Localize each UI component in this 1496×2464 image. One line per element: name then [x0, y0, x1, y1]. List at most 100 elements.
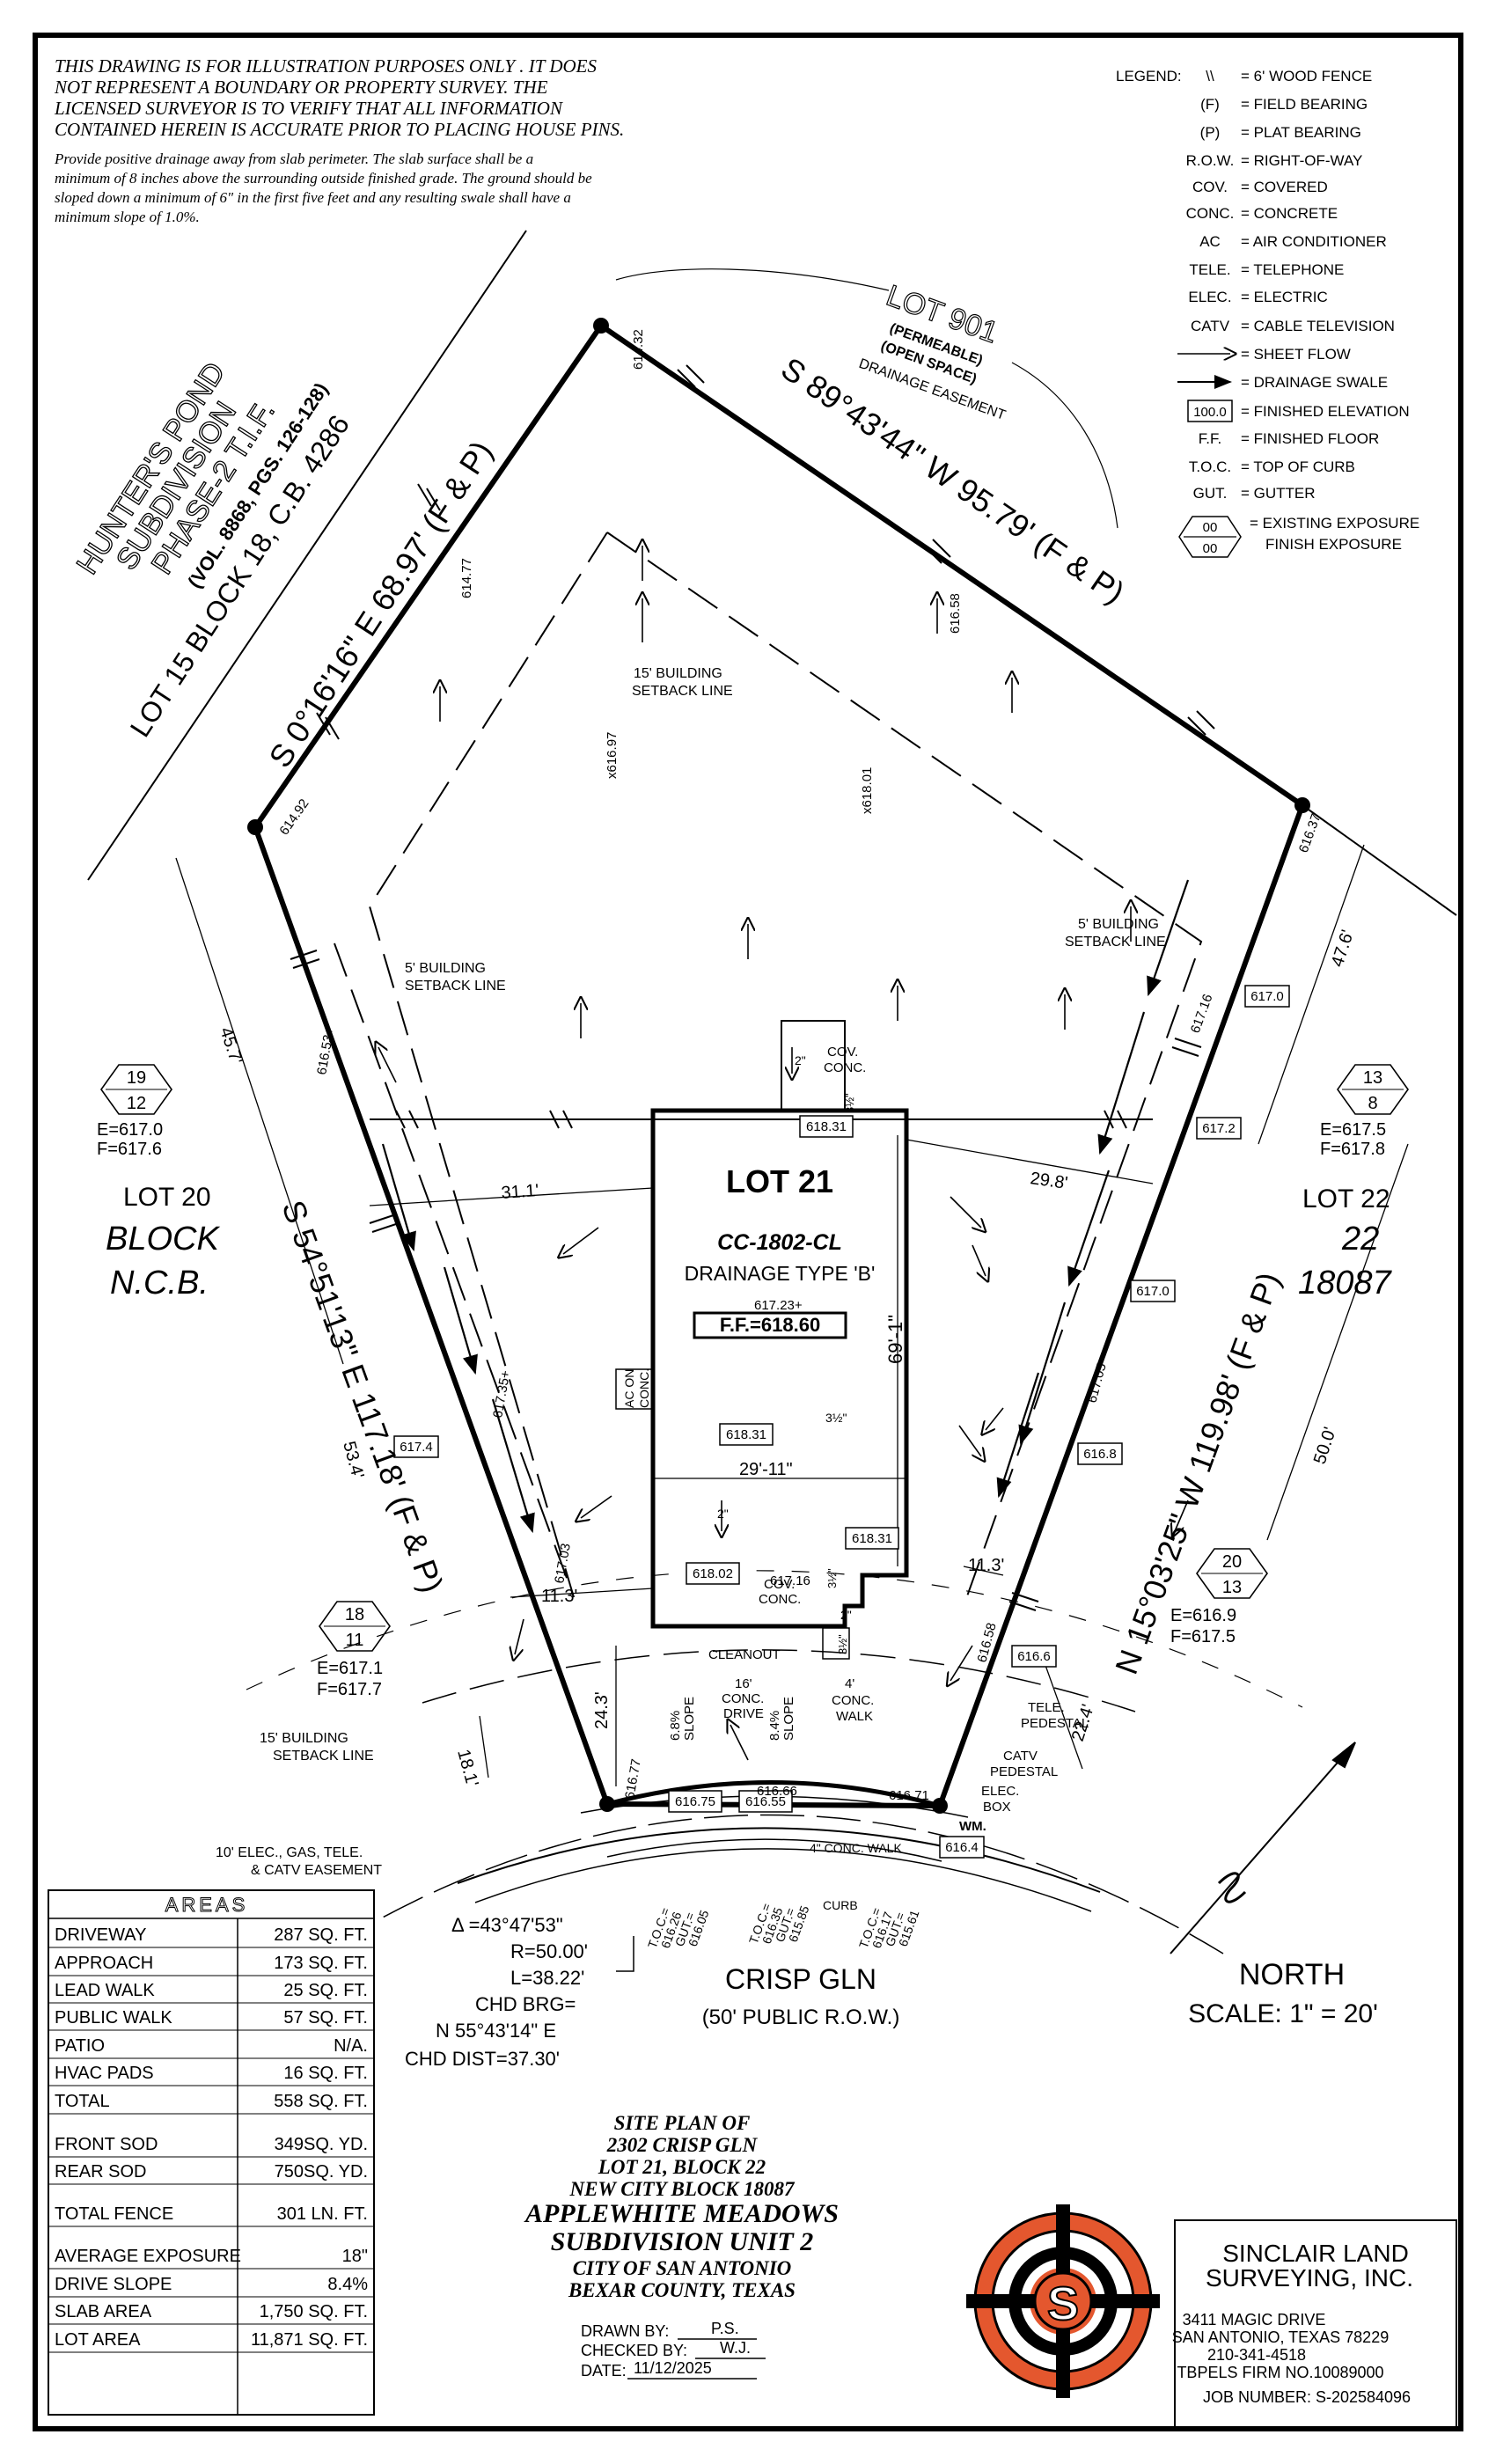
dim-11-3b: 11.3': [968, 1556, 1004, 1575]
legend-plat: = PLAT BEARING: [1241, 124, 1361, 141]
elev-616-71: 616.71: [889, 1788, 929, 1803]
area-row-value: 750SQ. YD.: [275, 2162, 368, 2182]
drawn-by-label: DRAWN BY:: [581, 2322, 669, 2340]
exp-sw-top: 18: [345, 1605, 364, 1624]
exp-se-f: F=617.5: [1170, 1627, 1236, 1646]
elev-618-01: x618.01: [860, 767, 875, 814]
legend-sym-ac: AC: [1199, 233, 1221, 250]
easement-label1: 10' ELEC., GAS, TELE.: [216, 1845, 363, 1860]
finished-floor-label: F.F.=618.60: [720, 1314, 820, 1336]
legend-sym-f: (F): [1200, 96, 1220, 113]
exp-lot20-f: F=617.6: [97, 1140, 162, 1159]
dim-50: 50.0': [1310, 1425, 1340, 1466]
area-row-value: N/A.: [334, 2036, 368, 2056]
elev-617-05: 617.05: [1084, 1361, 1109, 1404]
lot21-label: LOT 21: [726, 1163, 833, 1199]
sheet-border: [33, 33, 1463, 2431]
curve-chd-dist: CHD DIST=37.30': [405, 2048, 560, 2070]
title-line8: BEXAR COUNTY, TEXAS: [568, 2279, 796, 2301]
slope-84: 8.4%: [767, 1711, 782, 1741]
elev-box-616-75: 616.75: [675, 1794, 715, 1809]
curve-chd-brg-val: N 55°43'14" E: [436, 2020, 556, 2042]
area-row-label: DRIVEWAY: [55, 1925, 146, 1945]
legend-existing: = EXISTING EXPOSURE: [1250, 515, 1419, 532]
drainage-note3: sloped down a minimum of 6" in the first…: [55, 189, 571, 206]
ac-conc-label: CONC.: [637, 1368, 651, 1408]
plan-label: CC-1802-CL: [717, 1230, 842, 1255]
legend-sheetflow: = SHEET FLOW: [1241, 346, 1351, 363]
title-line4: NEW CITY BLOCK 18087: [569, 2178, 796, 2200]
legend-sym-elec: ELEC.: [1188, 289, 1231, 305]
drawn-by: P.S.: [711, 2320, 739, 2337]
company-info: SINCLAIR LAND SURVEYING, INC. 3411 MAGIC…: [1172, 2219, 1457, 2430]
elev-box-618-31a: 618.31: [806, 1119, 847, 1134]
elev-box-617-2: 617.2: [1202, 1121, 1236, 1136]
elev-614-92: 614.92: [276, 796, 312, 838]
area-row-value: 57 SQ. FT.: [283, 2008, 368, 2028]
exp-sw-e: E=617.1: [317, 1659, 383, 1678]
setback15s-label1: 15' BUILDING: [260, 1731, 348, 1746]
area-row-label: LEAD WALK: [55, 1981, 155, 2000]
elev-box-616-4: 616.4: [945, 1840, 979, 1855]
sheet-flow-arrows: [378, 546, 1189, 1761]
company-logo-icon: S: [966, 2204, 1160, 2398]
legend-sym-ff: F.F.: [1199, 430, 1221, 447]
legend-fence: = 6' WOOD FENCE: [1241, 68, 1372, 84]
ncb-label: N.C.B.: [110, 1265, 209, 1302]
legend-sym-gut: GUT.: [1193, 485, 1228, 502]
elev-box-618-31c: 618.31: [852, 1531, 892, 1546]
exp-lot20-top: 19: [127, 1068, 146, 1088]
exp-lot22-e: E=617.5: [1320, 1120, 1386, 1140]
disclaimer: THIS DRAWING IS FOR ILLUSTRATION PURPOSE…: [54, 55, 624, 225]
company-name1: SINCLAIR LAND: [1222, 2240, 1409, 2267]
street-name: CRISP GLN: [725, 1963, 876, 1995]
legend-ac: = AIR CONDITIONER: [1241, 233, 1387, 250]
setback15-label1: 15' BUILDING: [634, 666, 722, 681]
offset-3half-d: 3½": [836, 1634, 849, 1654]
elev-box-616-6: 616.6: [1017, 1649, 1051, 1664]
legend-sym-cov: COV.: [1192, 179, 1228, 195]
area-row-value: 173 SQ. FT.: [274, 1954, 368, 1973]
adjacent-lines: [87, 230, 1457, 916]
fence-ticks: [290, 364, 1215, 1611]
elev-box-616-55: 616.55: [745, 1794, 786, 1809]
elev-616-58a: 616.58: [948, 593, 963, 634]
row-label: (50' PUBLIC R.O.W.): [702, 2006, 900, 2029]
area-row-value: 301 LN. FT.: [277, 2204, 368, 2224]
curb-labels: T.O.C.= 616.26 GUT.= 616.05 T.O.C.= 616.…: [645, 1841, 922, 1950]
slope-label1: SLOPE: [682, 1697, 697, 1741]
setback5e-label1: 5' BUILDING: [1078, 917, 1159, 932]
elevation-boxes: [393, 985, 1290, 1859]
legend-finish: FINISH EXPOSURE: [1265, 536, 1402, 553]
exposure-markers: 19 12 E=617.0 F=617.6 13 8 E=617.5 F=617…: [97, 1064, 1409, 1699]
offset-3half-a: 3½": [843, 1093, 856, 1113]
drainage-note1: Provide positive drainage away from slab…: [54, 150, 533, 167]
walk-label: WALK: [836, 1709, 873, 1724]
legend-sym-elev: 100.0: [1193, 405, 1227, 420]
elev-616-66: 616.66: [757, 1784, 797, 1799]
elev-box-618-02: 618.02: [693, 1566, 733, 1581]
area-row-value: 16 SQ. FT.: [283, 2064, 368, 2083]
slope-2c: 2": [840, 1608, 852, 1622]
title-line2: 2302 CRISP GLN: [606, 2134, 759, 2156]
cleanout-label: CLEANOUT: [708, 1647, 781, 1662]
legend-sym-conc: CONC.: [1186, 205, 1235, 222]
setback-lines: [334, 532, 1203, 1607]
legend-exp-top: 00: [1203, 520, 1218, 535]
curve-chd-brg: CHD BRG=: [475, 1993, 576, 2015]
area-row-value: 8.4%: [327, 2275, 368, 2294]
elev-box-617-0b: 617.0: [1136, 1284, 1170, 1299]
job-number: JOB NUMBER: S-202584096: [1203, 2388, 1411, 2406]
exp-lot22-top: 13: [1363, 1068, 1382, 1088]
checked-by-label: CHECKED BY:: [581, 2342, 687, 2359]
ac-on-label: AC ON: [622, 1369, 636, 1408]
elev-box-618-31b: 618.31: [726, 1427, 766, 1442]
company-phone: 210-341-4518: [1207, 2346, 1306, 2364]
setback5w-label1: 5' BUILDING: [405, 961, 486, 976]
legend-sym-catv: CATV: [1191, 318, 1230, 334]
elev-box-617-0a: 617.0: [1250, 989, 1284, 1004]
offset-3half-b: 3½": [825, 1411, 847, 1425]
area-row-label: DRIVE SLOPE: [55, 2275, 172, 2294]
